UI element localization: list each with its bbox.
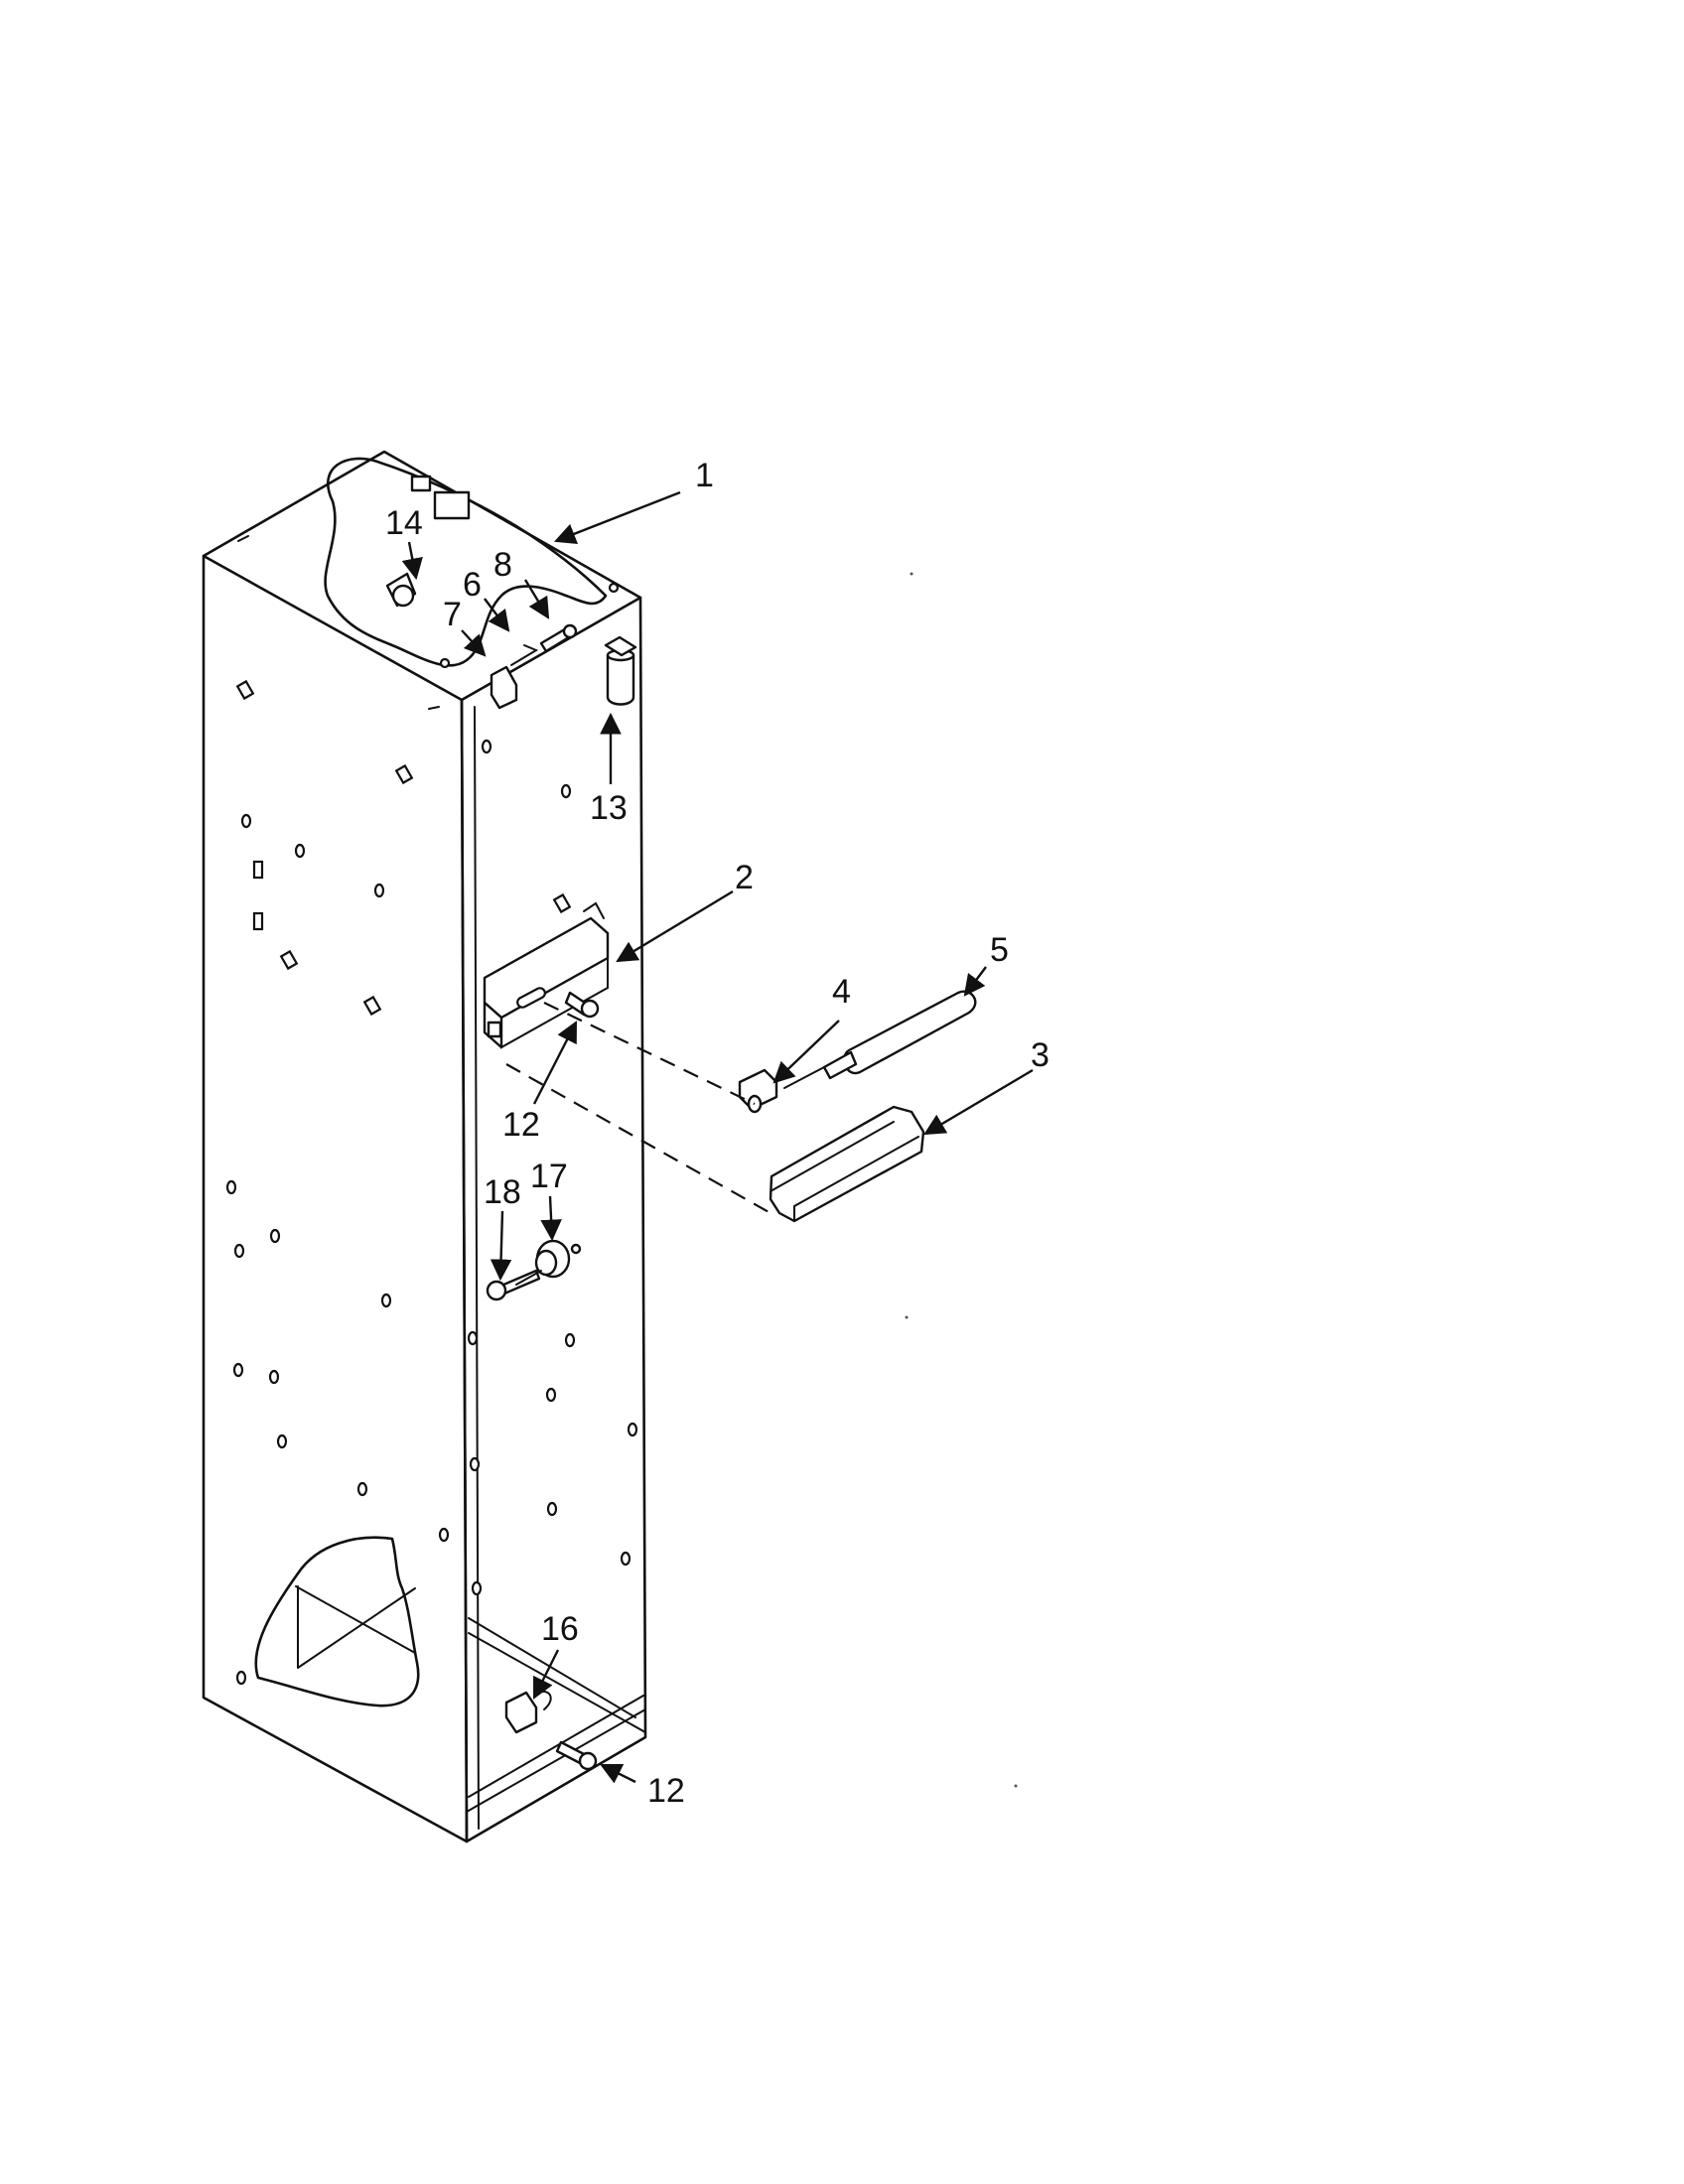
- part-7-bracket: [490, 665, 518, 710]
- bottom-cutaway: [254, 1536, 420, 1707]
- callout-13: 13: [590, 789, 628, 827]
- callout-7: 7: [443, 596, 462, 633]
- callout-1: 1: [695, 457, 714, 494]
- part-12-screw-upper: [564, 991, 600, 1019]
- cabinet-front-edge: [460, 596, 647, 1843]
- top-tab: [410, 475, 432, 492]
- cabinet-left-face: [202, 554, 469, 1843]
- part-3-cover: [769, 1105, 925, 1223]
- assembly-line-upper: [543, 1002, 756, 1105]
- callouts: 1 2 3 4 5 6 7 8 12 12 13 14 16 17 18: [385, 457, 1050, 1810]
- part-2-bracket: [483, 901, 610, 1049]
- callout-16: 16: [541, 1610, 579, 1648]
- part-12-screw-lower: [555, 1740, 598, 1771]
- callout-4: 4: [832, 973, 851, 1011]
- callout-14: 14: [385, 504, 423, 542]
- callout-18: 18: [484, 1173, 521, 1211]
- leader-lines: [401, 490, 1034, 1784]
- part-14-clip: [385, 572, 417, 608]
- cabinet-liner: [202, 450, 647, 1843]
- callout-12-upper: 12: [502, 1106, 540, 1144]
- callout-3: 3: [1031, 1036, 1050, 1074]
- part-4-clip: [738, 1068, 778, 1114]
- part-13-capacitor: [604, 635, 637, 706]
- part-17-knob: [534, 1239, 582, 1279]
- part-16-clip: [504, 1690, 552, 1734]
- callout-8: 8: [493, 546, 512, 584]
- top-plate: [433, 490, 471, 520]
- callout-6: 6: [463, 566, 482, 604]
- cabinet-inner-edge: [474, 706, 480, 1830]
- callout-2: 2: [735, 859, 754, 896]
- part-6-strap: [510, 644, 539, 666]
- cabinet-bottom-sill: [466, 1632, 646, 1813]
- callout-12-lower: 12: [647, 1772, 685, 1810]
- cabinet-holes: [225, 679, 638, 1686]
- callout-17: 17: [530, 1158, 568, 1195]
- callout-5: 5: [990, 931, 1009, 969]
- part-8-screw: [539, 623, 578, 653]
